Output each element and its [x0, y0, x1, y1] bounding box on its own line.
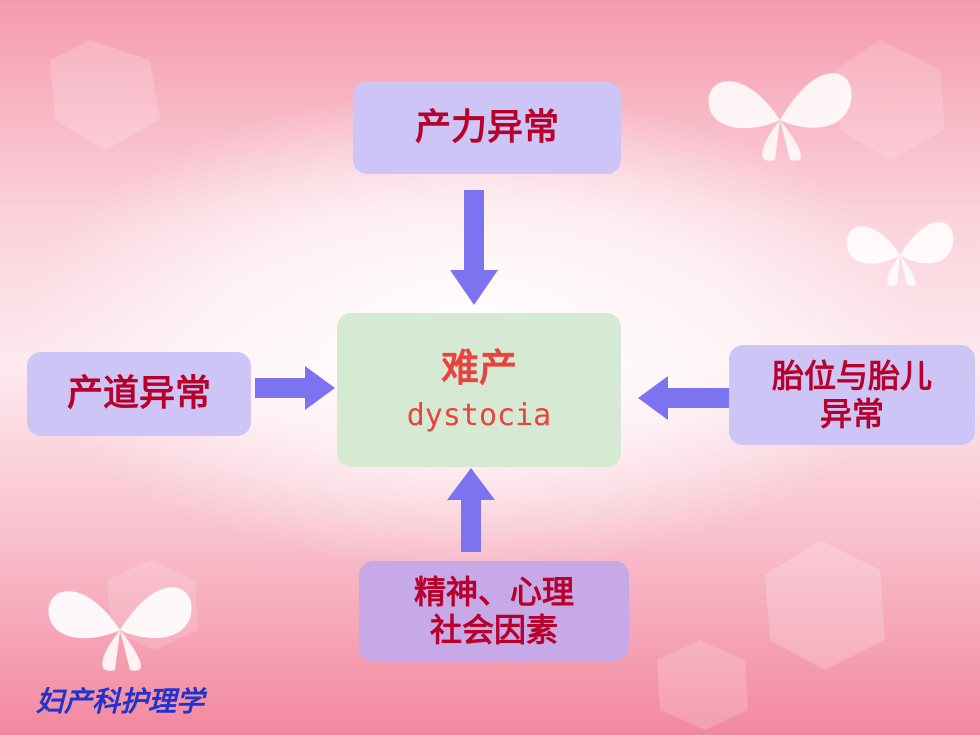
- box-label: 产道异常: [66, 373, 211, 415]
- box-line2: 异常: [819, 395, 884, 433]
- box-line1: 胎位与胎儿: [771, 356, 932, 395]
- box-labor-force-abnormality: 产力异常: [353, 82, 621, 174]
- center-subtitle: dystocia: [406, 397, 552, 433]
- box-dystocia: 难产 dystocia: [337, 313, 621, 467]
- arrow-down: [450, 190, 498, 305]
- box-birth-canal-abnormality: 产道异常: [27, 352, 251, 436]
- box-line2: 社会因素: [429, 611, 558, 649]
- footer-course-title: 妇产科护理学: [36, 685, 205, 718]
- arrow-left: [638, 376, 730, 420]
- arrow-right: [255, 366, 335, 410]
- box-psychosocial-factors: 精神、心理 社会因素: [359, 561, 629, 661]
- center-title: 难产: [440, 346, 517, 391]
- box-line1: 精神、心理: [413, 572, 574, 611]
- box-fetal-position-abnormality: 胎位与胎儿 异常: [729, 345, 975, 445]
- box-label: 产力异常: [414, 107, 559, 149]
- arrow-up: [447, 468, 495, 552]
